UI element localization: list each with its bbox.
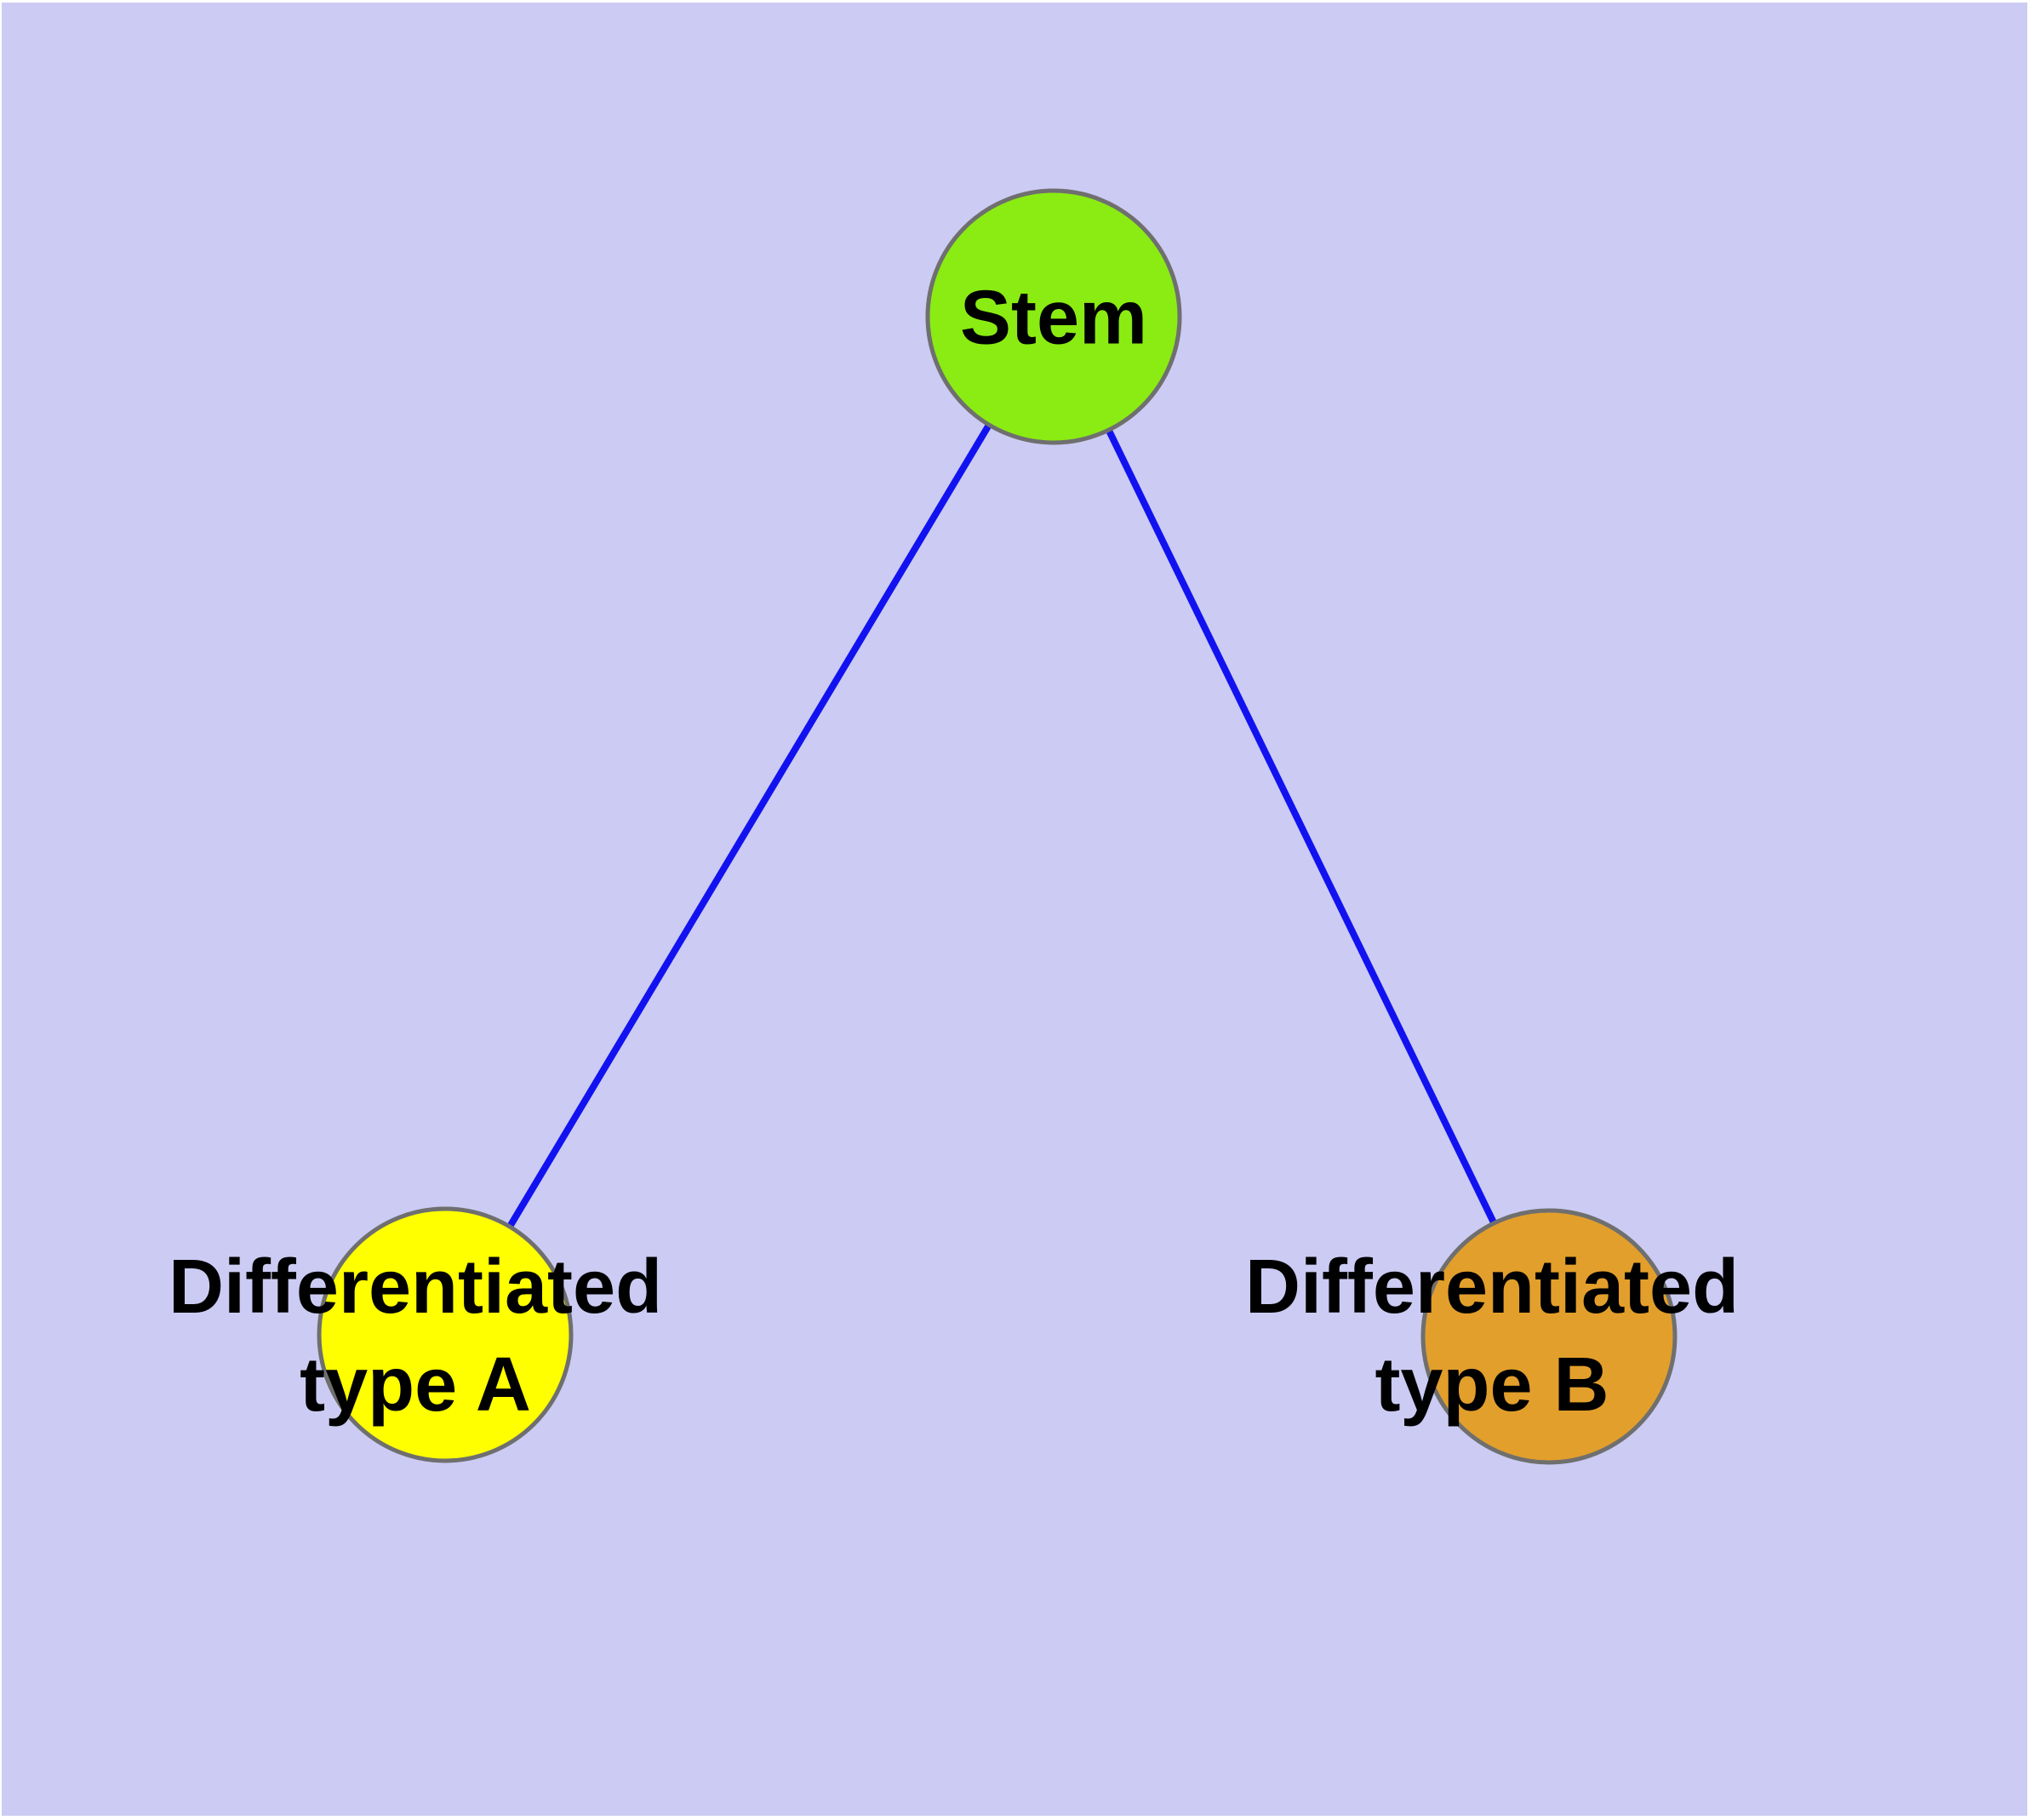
node-differentiated-type-a[interactable]: [317, 1206, 574, 1463]
node-stem[interactable]: [925, 188, 1182, 445]
edge-stem-to-type-b: [1050, 315, 1552, 1338]
edge-stem-to-type-a: [442, 314, 1057, 1337]
node-differentiated-type-b[interactable]: [1420, 1208, 1677, 1465]
